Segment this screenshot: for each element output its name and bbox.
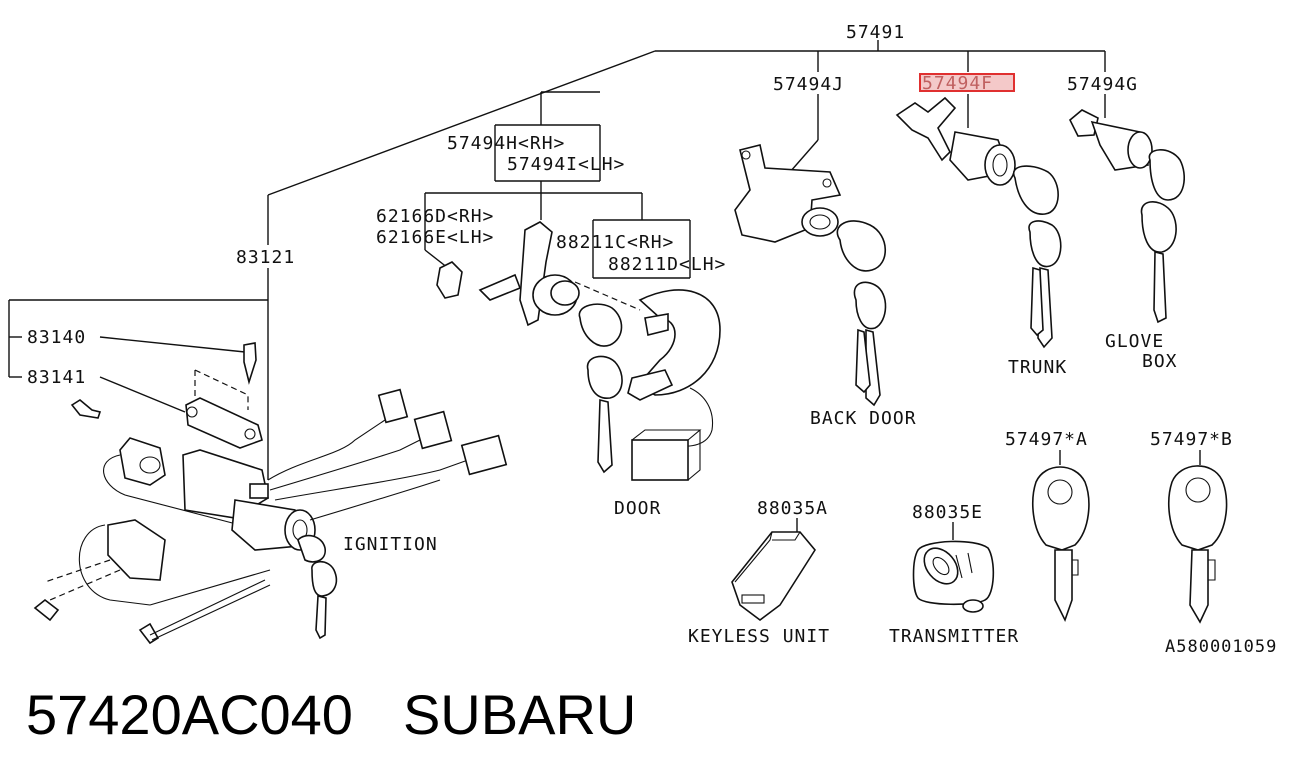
label-62166e: 62166E<LH> xyxy=(376,227,494,248)
label-57494h: 57494H<RH> xyxy=(447,133,565,154)
label-57491: 57491 xyxy=(846,22,905,43)
part-labels: 57491 57494J 57494F 57494G 57494H<RH> 57… xyxy=(27,22,1233,523)
caption-keyless-unit: KEYLESS UNIT xyxy=(688,626,830,647)
highlight-box xyxy=(919,73,1015,92)
brand-name: SUBARU xyxy=(402,683,637,746)
glove-box-lock xyxy=(1069,109,1186,324)
label-57494i: 57494I<LH> xyxy=(507,154,625,175)
keyless-unit xyxy=(731,531,816,621)
caption-glove: GLOVE xyxy=(1105,331,1164,352)
key-57497b xyxy=(1168,465,1228,624)
transmitter xyxy=(912,540,995,613)
label-62166d: 62166D<RH> xyxy=(376,206,494,227)
captions: BACK DOOR TRUNK GLOVE BOX DOOR IGNITION … xyxy=(343,331,1277,657)
label-88035e: 88035E xyxy=(912,502,983,523)
caption-back-door: BACK DOOR xyxy=(810,408,917,429)
label-88035a: 88035A xyxy=(757,498,828,519)
label-57494f: 57494F xyxy=(922,73,993,94)
caption-ignition: IGNITION xyxy=(343,534,438,555)
caption-box: BOX xyxy=(1142,351,1178,372)
footer: 57420AC040 SUBARU xyxy=(26,682,636,747)
label-57497b: 57497*B xyxy=(1150,429,1233,450)
key-57497a xyxy=(1032,466,1090,623)
caption-door: DOOR xyxy=(614,498,661,519)
trunk-lock xyxy=(895,96,1062,349)
ignition-lock xyxy=(33,342,508,645)
label-57494j: 57494J xyxy=(773,74,844,95)
label-57494g: 57494G xyxy=(1067,74,1138,95)
label-88211c: 88211C<RH> xyxy=(556,232,674,253)
caption-trunk: TRUNK xyxy=(1008,357,1067,378)
back-door-lock xyxy=(734,144,887,407)
label-88211d: 88211D<LH> xyxy=(608,254,726,275)
door-lock xyxy=(436,221,721,481)
label-83121: 83121 xyxy=(236,247,295,268)
part-number: 57420AC040 xyxy=(26,683,353,746)
label-83141: 83141 xyxy=(27,367,86,388)
label-57497a: 57497*A xyxy=(1005,429,1088,450)
leader-lines xyxy=(8,40,1201,540)
diagram-reference: A580001059 xyxy=(1165,637,1277,657)
caption-transmitter: TRANSMITTER xyxy=(889,626,1019,647)
label-83140: 83140 xyxy=(27,327,86,348)
